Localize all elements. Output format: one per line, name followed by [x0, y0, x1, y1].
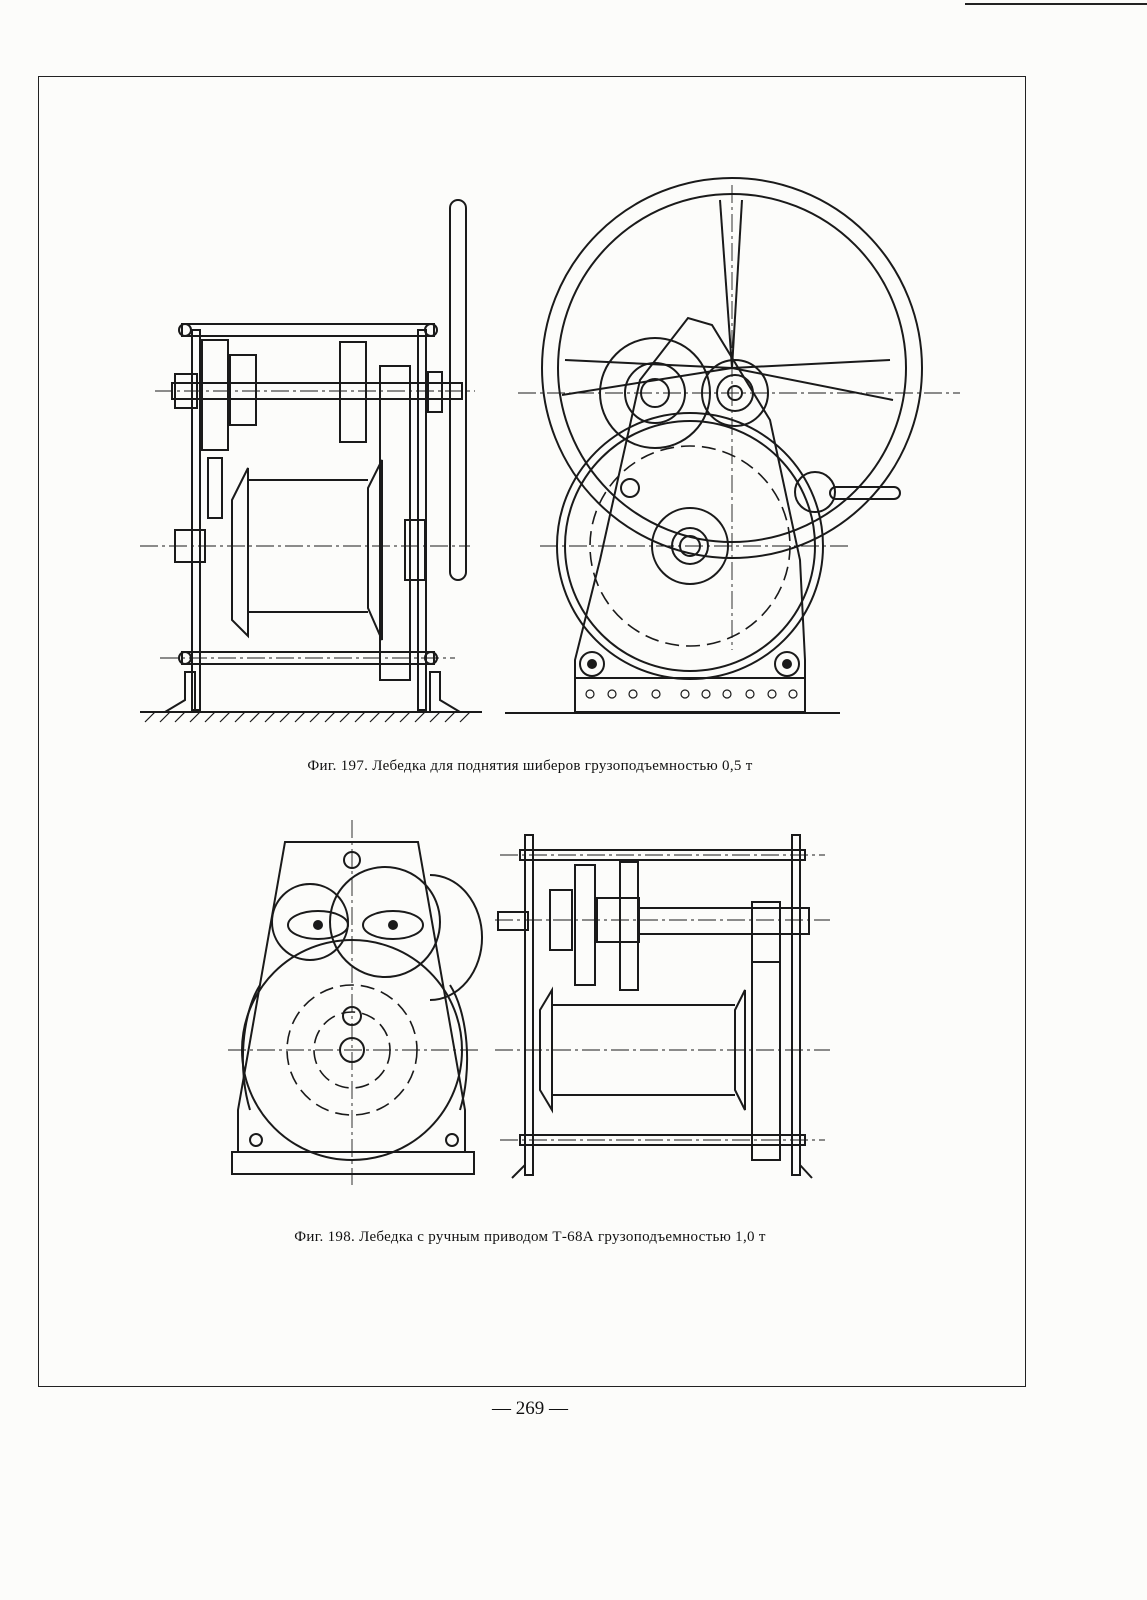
page-number: — 269 —	[492, 1398, 568, 1419]
fig197-front-view	[505, 177, 960, 714]
figure-198-caption: Фиг. 198. Лебедка с ручным приводом Т-68…	[294, 1229, 766, 1245]
fig197-side-view	[140, 199, 482, 723]
fig198-side-view	[495, 834, 830, 1179]
header-rule	[965, 3, 1147, 5]
page-frame	[38, 76, 1026, 1387]
figure-197-caption: Фиг. 197. Лебедка для поднятия шиберов г…	[307, 758, 753, 774]
fig198-front-view	[228, 820, 484, 1185]
